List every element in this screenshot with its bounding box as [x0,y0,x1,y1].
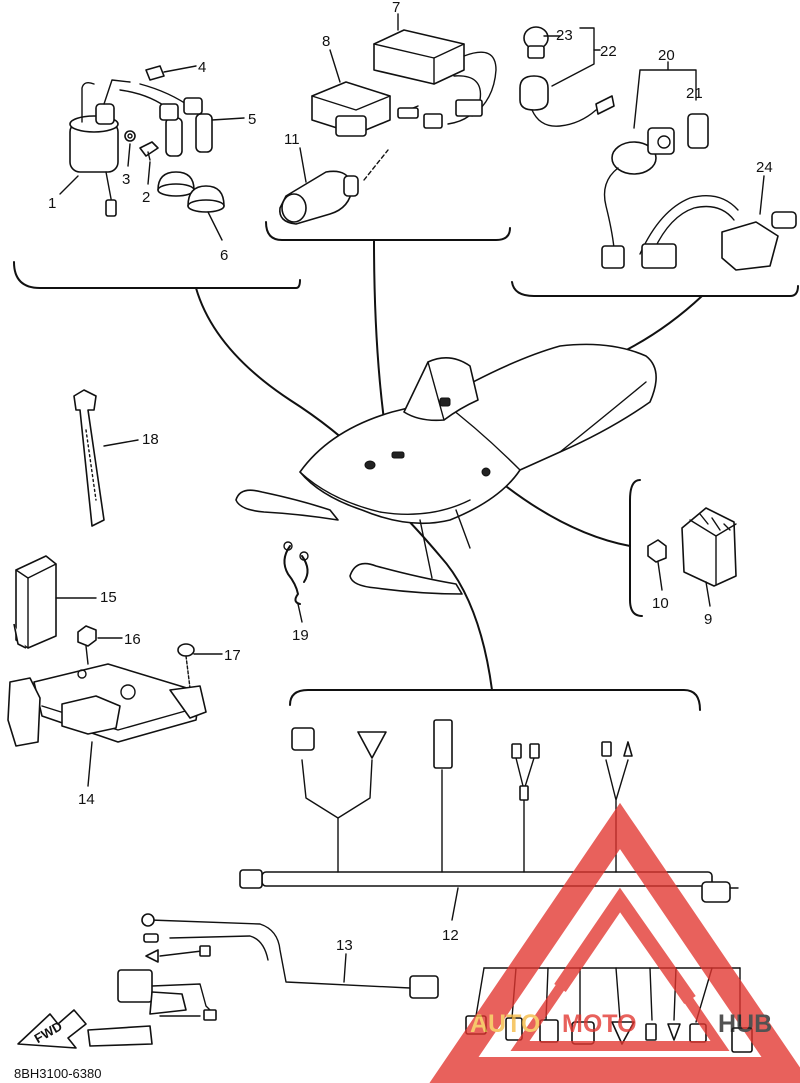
cdi-unit[interactable] [373,29,497,129]
watermark-triangle-outer [429,802,800,1083]
callout-16: 16 [124,631,141,648]
callout-20: 20 [658,47,675,64]
callout-4: 4 [198,59,206,76]
fwd-arrow: FWD [17,1009,87,1049]
watermark-text-auto: AUTO [470,1010,540,1038]
bolt[interactable] [177,643,195,689]
switch-harness[interactable] [639,195,797,271]
callout-10: 10 [652,595,669,612]
ignition-coil[interactable] [69,79,131,217]
washer[interactable] [124,130,136,142]
callout-23: 23 [556,27,573,44]
group-bracket-cdi [265,221,511,241]
diagram-code: 8BH3100-6380 [14,1066,101,1081]
callout-6: 6 [220,247,228,264]
callout-22: 22 [600,43,617,60]
plug-caps[interactable] [119,83,213,157]
callout-21: 21 [686,85,703,102]
rectifier-regulator[interactable] [681,507,737,587]
callout-17: 17 [224,647,241,664]
callout-24: 24 [756,159,773,176]
callout-12: 12 [442,927,459,944]
autmotohub-watermark: AUTO MOTO HUB [429,802,800,1083]
bulb-socket[interactable] [519,75,615,127]
group-bracket-rectifier [629,479,643,617]
callout-13: 13 [336,937,353,954]
callout-leaders [55,13,765,983]
wire-harness-main[interactable] [239,719,739,903]
clip[interactable] [145,65,165,81]
sleeve[interactable] [279,149,389,225]
callout-5: 5 [248,111,256,128]
group-bracket-main-switch [511,281,799,297]
watermark-text-hub: HUB [718,1010,772,1038]
nut[interactable] [77,625,97,665]
callout-18: 18 [142,431,159,448]
rectifier-nut[interactable] [647,539,667,563]
callout-19: 19 [292,627,309,644]
cable-tie[interactable] [73,389,105,527]
spark-plug-cap[interactable] [139,141,159,161]
rubber-caps[interactable] [157,171,225,213]
callout-15: 15 [100,589,117,606]
group-bracket-ignition [13,261,301,289]
wire-harness-sub[interactable] [87,913,439,1047]
snowmobile-body [235,343,657,595]
callout-labels: 4 5 3 2 1 6 7 8 11 23 22 20 21 24 18 15 … [48,0,773,954]
callout-8: 8 [322,33,330,50]
callout-1: 1 [48,195,56,212]
bulb[interactable] [523,26,549,59]
callout-7: 7 [392,0,400,16]
watermark-text-moto: MOTO [562,1010,637,1038]
clamp[interactable] [283,541,309,605]
callout-11: 11 [284,131,300,148]
main-switch[interactable] [601,127,675,269]
battery-cover[interactable] [13,555,57,649]
callout-2: 2 [142,189,150,206]
group-bracket-harness [289,689,701,711]
callout-3: 3 [122,171,130,188]
switch-nut[interactable] [687,113,709,149]
callout-9: 9 [704,611,712,628]
callout-14: 14 [78,791,95,808]
mount-bracket[interactable] [7,663,207,747]
cdi-holder[interactable] [311,81,419,137]
